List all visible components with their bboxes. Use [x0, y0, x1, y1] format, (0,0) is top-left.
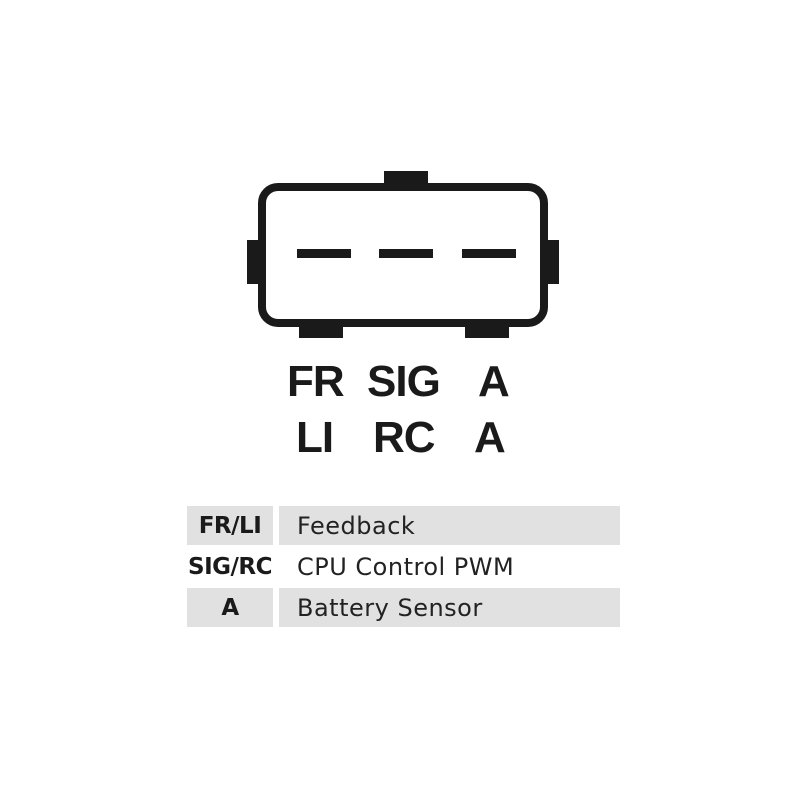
connector-diagram	[247, 171, 559, 338]
pin-1	[297, 249, 351, 258]
pin-label-rc: RC	[373, 413, 436, 462]
legend-code: SIG/RC	[188, 553, 273, 580]
pin-3	[462, 249, 516, 258]
left-side-tab	[247, 240, 261, 284]
legend-code: FR/LI	[187, 506, 273, 545]
legend-row: A Battery Sensor	[187, 588, 620, 627]
pin-2	[379, 249, 433, 258]
legend-description: CPU Control PWM	[297, 552, 515, 581]
pin-label-li: LI	[296, 413, 334, 462]
top-latch-tab	[384, 171, 428, 185]
legend-row: SIG/RC CPU Control PWM	[187, 547, 620, 586]
pin-legend-table: FR/LI Feedback SIG/RC CPU Control PWM A …	[187, 506, 620, 629]
pin-label-a-bottom: A	[474, 413, 506, 462]
right-side-tab	[545, 240, 559, 284]
bottom-right-tab	[465, 324, 509, 338]
pin-label-a-top: A	[478, 357, 510, 406]
legend-row: FR/LI Feedback	[187, 506, 620, 545]
connector-body	[247, 171, 559, 338]
pin-label-fr: FR	[287, 357, 345, 406]
legend-description: Battery Sensor	[279, 588, 620, 627]
legend-description: Feedback	[279, 506, 620, 545]
pin-label-sig: SIG	[367, 357, 441, 406]
bottom-left-tab	[299, 324, 343, 338]
legend-code: A	[187, 588, 273, 627]
connector-pins	[297, 249, 516, 258]
